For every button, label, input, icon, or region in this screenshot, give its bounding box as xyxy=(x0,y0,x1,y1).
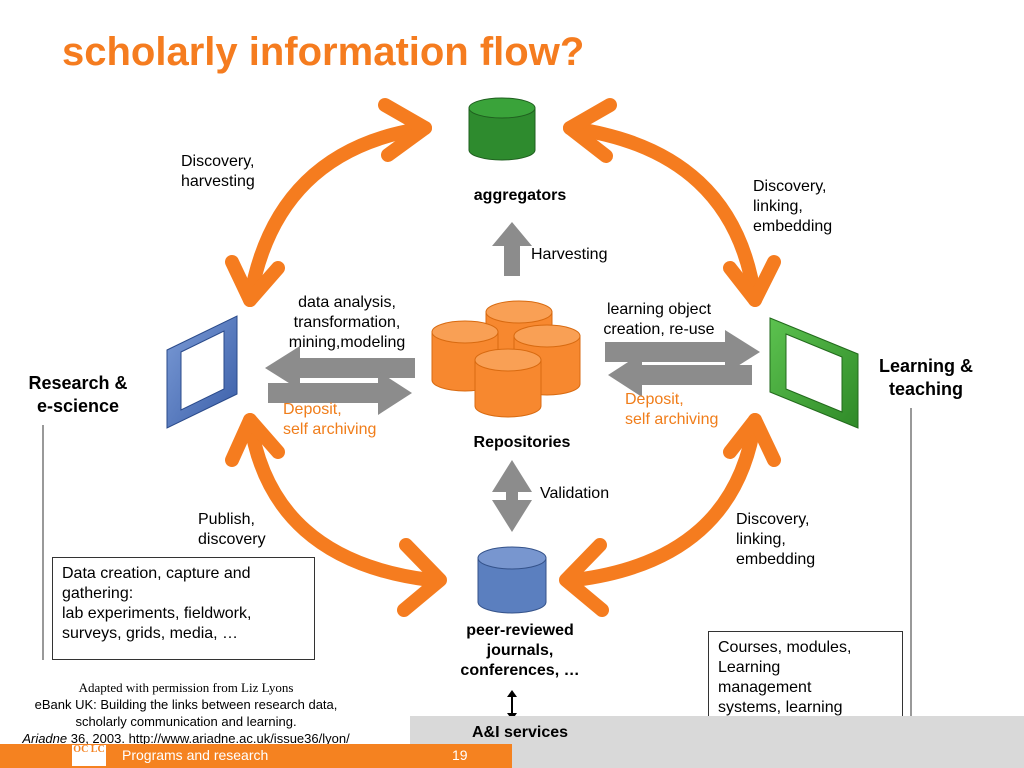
arrowhead-tl-2 xyxy=(225,255,285,307)
research-frame xyxy=(166,315,238,429)
data-analysis-label: data analysis, transformation, mining,mo… xyxy=(288,294,406,351)
deposit-right-label: Deposit, self archiving xyxy=(625,391,719,428)
credit-citation: 36, 2003. http://www.ariadne.ac.uk/issue… xyxy=(67,731,350,746)
credit-journal-name: Ariadne xyxy=(22,731,68,746)
arrowhead-bl-1 xyxy=(225,413,285,467)
right-exchange-arrows xyxy=(605,330,760,397)
research-activities-box: Data creation, capture and gathering: la… xyxy=(52,557,315,660)
arrowhead-tr-1 xyxy=(563,98,617,163)
ai-services-label: A&I services xyxy=(471,724,569,741)
arc-bottom-right xyxy=(568,413,762,587)
arrowhead-br-1 xyxy=(723,413,781,467)
research-label: Research & e-science xyxy=(28,373,128,416)
credit-note: Adapted with permission from Liz Lyons e… xyxy=(0,679,372,747)
journals-cylinder xyxy=(477,546,547,614)
credit-line-1: Adapted with permission from Liz Lyons xyxy=(78,680,294,695)
publish-discovery-label: Publish, discovery xyxy=(198,511,266,548)
repositories-cylinders xyxy=(431,300,581,418)
repositories-label: Repositories xyxy=(473,434,571,451)
arrowhead-bl-2 xyxy=(397,538,447,617)
left-exchange-arrows xyxy=(265,346,415,415)
arc-top-right xyxy=(563,121,762,307)
oclc-logo-text: OC LC xyxy=(73,744,105,755)
arc-top-left xyxy=(243,121,432,307)
learning-object-label: learning object creation, re-use xyxy=(603,301,715,338)
discovery-harvesting-label: Discovery, harvesting xyxy=(181,153,255,190)
arrowhead-tr-2 xyxy=(723,255,781,307)
harvesting-label: Harvesting xyxy=(531,246,608,263)
validation-arrow xyxy=(492,460,532,532)
discovery-linking-bottom-label: Discovery, linking, embedding xyxy=(736,511,816,568)
credit-line-2: eBank UK: Building the links between res… xyxy=(34,697,338,712)
learning-frame xyxy=(769,317,859,429)
page-number: 19 xyxy=(452,747,468,763)
harvesting-arrow xyxy=(492,222,532,276)
page-title: scholarly information flow? xyxy=(62,30,585,74)
footer-gray-band xyxy=(410,716,1024,768)
oclc-logo: OC LC xyxy=(72,745,106,766)
validation-label: Validation xyxy=(540,485,610,502)
credit-line-3: scholarly communication and learning. xyxy=(75,714,297,729)
orange-flow-arrows xyxy=(225,98,781,617)
discovery-linking-top-label: Discovery, linking, embedding xyxy=(753,178,833,235)
arrowhead-br-2 xyxy=(559,538,609,617)
arc-bottom-left xyxy=(243,413,437,587)
aggregators-cylinder xyxy=(468,97,536,161)
aggregators-label: aggregators xyxy=(473,187,567,204)
credit-line-4: Ariadne 36, 2003. http://www.ariadne.ac.… xyxy=(0,730,372,747)
arrowhead-tl-1 xyxy=(378,98,432,162)
footer-program-text: Programs and research xyxy=(122,747,269,763)
journals-label: peer-reviewed journals, conferences, … xyxy=(460,622,580,679)
learning-label: Learning & teaching xyxy=(878,356,973,399)
deposit-left-label: Deposit, self archiving xyxy=(283,401,377,438)
